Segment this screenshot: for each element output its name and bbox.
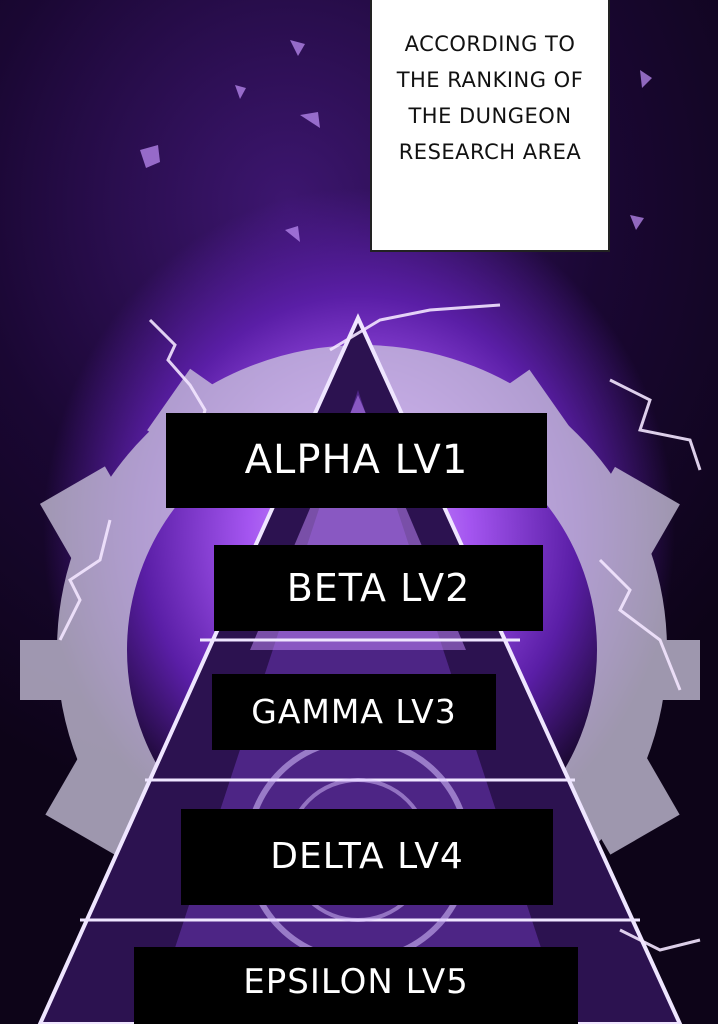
rank-label-epsilon: EPSILON LV5 xyxy=(134,947,578,1024)
shard-icon xyxy=(140,40,652,242)
rank-label-alpha: ALPHA LV1 xyxy=(166,413,547,508)
caption-line: ACCORDING TO xyxy=(404,32,576,56)
caption-line: THE DUNGEON xyxy=(408,104,572,128)
rank-label-delta: DELTA LV4 xyxy=(181,809,553,905)
rank-label-gamma: GAMMA LV3 xyxy=(212,674,496,750)
caption-box: ACCORDING TO THE RANKING OF THE DUNGEON … xyxy=(370,0,610,252)
caption-line: RESEARCH AREA xyxy=(398,140,582,164)
caption-line: THE RANKING OF xyxy=(396,68,584,92)
rank-label-beta: BETA LV2 xyxy=(214,545,543,631)
